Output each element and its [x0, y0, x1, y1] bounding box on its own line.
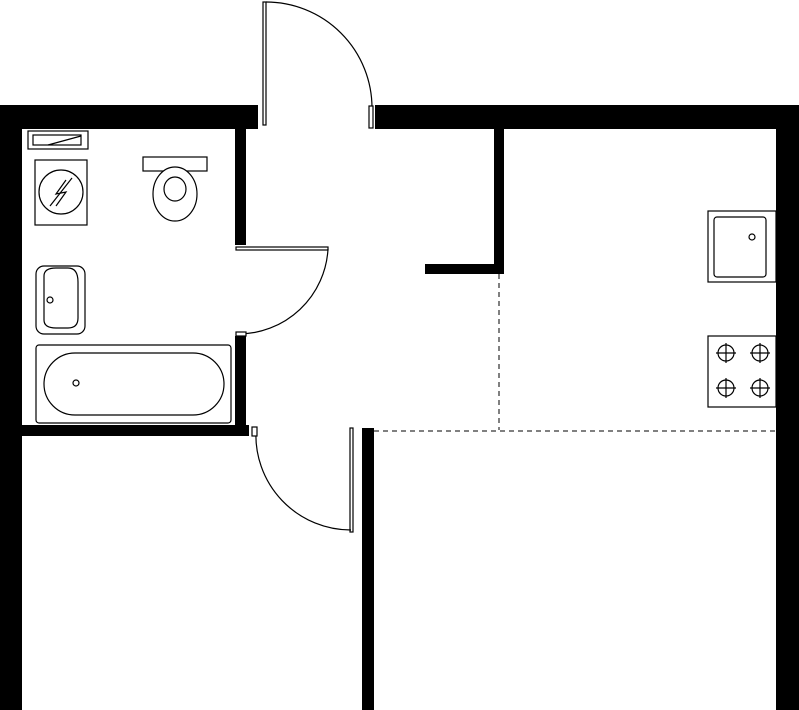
bathroom-door-jamb — [235, 331, 247, 337]
bathtub-drain — [72, 379, 80, 387]
entrance-door-swing — [265, 1, 373, 109]
wall-kitchen-partition-horizontal — [425, 264, 504, 274]
entrance-door-leaf — [262, 1, 267, 126]
bathroom-door — [235, 246, 329, 337]
burner-top-right-icon — [750, 343, 770, 363]
wall-left — [0, 105, 22, 710]
room-door — [251, 426, 354, 533]
washing-machine-bolt-icon — [54, 179, 68, 207]
wall-kitchen-partition-vertical — [494, 129, 504, 274]
wall-bathroom-right-upper — [235, 129, 246, 245]
room-door-jamb-left — [251, 426, 258, 437]
walls — [0, 105, 799, 710]
kitchen-sink-basin — [713, 216, 767, 278]
shelf-diagonal — [47, 135, 82, 146]
bathroom-door-leaf — [235, 246, 329, 251]
zone-lines — [374, 274, 776, 432]
room-door-leaf — [349, 427, 354, 533]
bathroom-fixtures — [27, 130, 232, 424]
kitchen-fixtures — [707, 210, 777, 408]
room-door-swing — [255, 429, 352, 531]
burner-bottom-left-icon — [716, 378, 736, 398]
toilet-seat — [163, 176, 187, 202]
wall-room-divider — [362, 428, 374, 710]
entrance-door-jamb — [368, 105, 374, 129]
entrance-door — [262, 1, 374, 129]
burner-top-left-icon — [716, 343, 736, 363]
washbasin-bowl — [43, 267, 79, 329]
burner-bottom-right-icon — [750, 378, 770, 398]
washbasin-drain — [46, 296, 54, 304]
washing-machine-symbol — [49, 177, 73, 207]
wall-bathroom-right-lower — [235, 336, 246, 436]
shelf-inner — [32, 134, 82, 146]
wall-bathroom-bottom — [22, 425, 249, 436]
cooktop — [707, 335, 777, 408]
wall-right — [776, 105, 799, 710]
kitchen-sink-drain — [748, 233, 756, 241]
wall-top-left — [0, 105, 258, 129]
bathroom-door-swing — [237, 248, 329, 335]
bathtub-basin — [43, 352, 225, 416]
wall-top-right — [375, 105, 799, 129]
